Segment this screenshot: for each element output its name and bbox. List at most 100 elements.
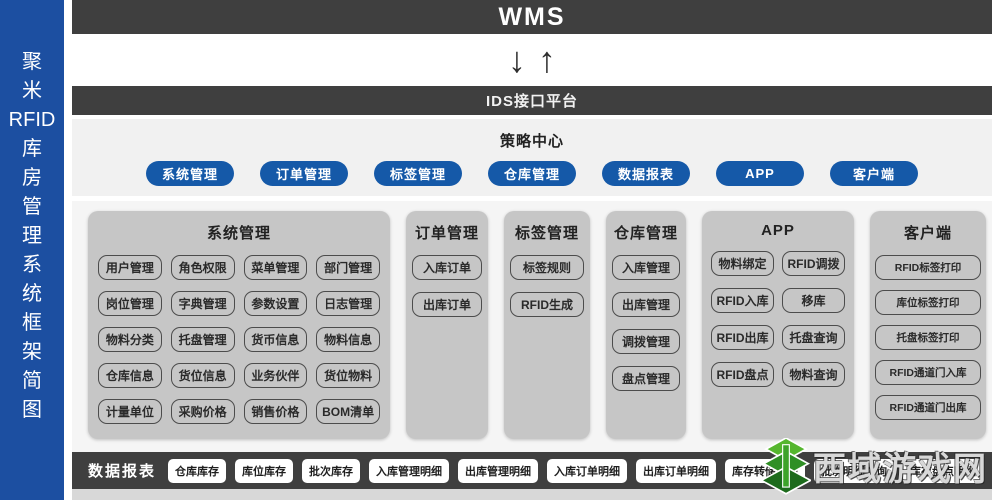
module-button[interactable]: RFID入库 <box>711 288 774 313</box>
module-button[interactable]: 入库订单 <box>412 255 482 280</box>
wms-header-bar: WMS <box>72 0 992 34</box>
module-button[interactable]: 销售价格 <box>243 399 308 424</box>
module-button[interactable]: 货位信息 <box>170 363 235 388</box>
panel-title: APP <box>761 222 795 239</box>
module-button[interactable]: RFID通道门出库 <box>875 395 981 420</box>
module-button[interactable]: 物料查询 <box>782 362 845 387</box>
module-button[interactable]: 物料信息 <box>316 327 380 352</box>
sidebar-title-char: 房 <box>21 167 42 189</box>
report-button[interactable]: 批次明细查询 <box>814 458 895 483</box>
panel-title: 仓库管理 <box>613 225 678 242</box>
module-button[interactable]: 货币信息 <box>243 327 308 352</box>
up-arrow-icon: ↑ <box>538 39 556 80</box>
panel-title: 标签管理 <box>514 225 579 242</box>
module-button[interactable]: RFID生成 <box>510 292 584 317</box>
module-button[interactable]: 标签规则 <box>510 255 584 280</box>
module-button[interactable]: 角色权限 <box>170 255 235 280</box>
footer-strip <box>72 489 992 500</box>
module-button[interactable]: 托盘标签打印 <box>875 325 981 350</box>
module-button[interactable]: 参数设置 <box>243 291 308 316</box>
module-button[interactable]: BOM清单 <box>316 399 380 424</box>
report-button[interactable]: 库存盘点明细 <box>903 458 984 483</box>
strategy-pill-row: 系统管理 订单管理 标签管理 仓库管理 数据报表 APP 客户端 <box>146 161 918 186</box>
report-button-row: 仓库库存库位库存批次库存入库管理明细出库管理明细入库订单明细出库订单明细库存转储… <box>168 458 992 483</box>
down-arrow-icon: ↓ <box>508 39 526 80</box>
report-button[interactable]: 库位库存 <box>235 458 294 483</box>
sidebar-title-char: 系 <box>21 254 42 276</box>
report-button[interactable]: 出库管理明细 <box>458 458 539 483</box>
module-button[interactable]: 业务伙伴 <box>243 363 308 388</box>
module-button[interactable]: 菜单管理 <box>243 255 308 280</box>
report-button[interactable]: 出库订单明细 <box>636 458 717 483</box>
module-button[interactable]: 日志管理 <box>316 291 380 316</box>
ids-platform-bar: IDS接口平台 <box>72 86 992 115</box>
module-button[interactable]: 仓库信息 <box>98 363 162 388</box>
module-button[interactable]: RFID出库 <box>711 325 774 350</box>
report-button[interactable]: 仓库库存 <box>168 458 227 483</box>
module-button[interactable]: 部门管理 <box>316 255 380 280</box>
module-grid: RFID标签打印库位标签打印托盘标签打印 RFID通道门入库 RFID通道门出库 <box>870 255 986 420</box>
report-button[interactable]: 入库订单明细 <box>547 458 628 483</box>
module-button[interactable]: RFID标签打印 <box>875 255 981 280</box>
wms-title: WMS <box>498 2 566 31</box>
strategy-center-title: 策略中心 <box>499 133 564 150</box>
module-button[interactable]: 采购价格 <box>170 399 235 424</box>
sidebar-title-char: 管 <box>21 196 42 218</box>
panel-order-management: 订单管理 入库订单出库订单 <box>406 211 488 439</box>
divider <box>72 115 992 119</box>
sidebar-title-char: 库 <box>21 138 42 160</box>
panel-title: 订单管理 <box>414 225 479 242</box>
module-button[interactable]: 调拨管理 <box>612 329 680 354</box>
module-button[interactable]: 移库 <box>782 288 845 313</box>
module-button[interactable]: 出库订单 <box>412 292 482 317</box>
module-button[interactable]: 用户管理 <box>98 255 162 280</box>
strategy-center-section: 策略中心 系统管理 订单管理 标签管理 仓库管理 数据报表 APP 客户端 <box>72 119 992 196</box>
ids-platform-label: IDS接口平台 <box>485 93 578 110</box>
strategy-pill-button[interactable]: 数据报表 <box>602 161 690 186</box>
module-grid: 物料绑定 RFID调拨 RFID入库移库 RFID出库托盘查询 RFID盘点物料查询 <box>702 251 854 387</box>
report-button[interactable]: 入库管理明细 <box>369 458 450 483</box>
strategy-pill-button[interactable]: 仓库管理 <box>488 161 576 186</box>
panel-label-management: 标签管理 标签规则 RFID生成 <box>504 211 590 439</box>
module-button[interactable]: 岗位管理 <box>98 291 162 316</box>
report-button[interactable]: 库存转储明细 <box>725 458 806 483</box>
strategy-pill-button[interactable]: 标签管理 <box>374 161 462 186</box>
sidebar-title-char: 图 <box>21 399 42 421</box>
module-button[interactable]: 计量单位 <box>98 399 162 424</box>
module-button[interactable]: 盘点管理 <box>612 366 680 391</box>
panel-title: 系统管理 <box>206 225 271 242</box>
module-button[interactable]: RFID调拨 <box>782 251 845 276</box>
sidebar-title-char: 理 <box>21 225 42 247</box>
strategy-pill-button[interactable]: APP <box>716 161 804 186</box>
module-button[interactable]: 托盘查询 <box>782 325 845 350</box>
strategy-pill-button[interactable]: 客户端 <box>830 161 918 186</box>
strategy-pill-button[interactable]: 系统管理 <box>146 161 234 186</box>
sidebar-title-char: 统 <box>21 283 42 305</box>
report-button[interactable]: 批次库存 <box>302 458 361 483</box>
divider <box>72 196 992 201</box>
module-button[interactable]: 库位标签打印 <box>875 290 981 315</box>
sidebar-title-char: 米 <box>21 80 42 102</box>
sidebar-title-char: 框 <box>21 312 42 334</box>
module-button[interactable]: RFID盘点 <box>711 362 774 387</box>
module-button[interactable]: 物料分类 <box>98 327 162 352</box>
module-button[interactable]: 货位物料 <box>316 363 380 388</box>
module-button[interactable]: 字典管理 <box>170 291 235 316</box>
sidebar-title-char: 简 <box>21 370 42 392</box>
module-grid: 标签规则 RFID生成 <box>504 255 590 317</box>
sidebar-title-char: RFID <box>8 109 56 131</box>
module-button[interactable]: RFID通道门入库 <box>875 360 981 385</box>
sidebar-title-char: 聚 <box>21 51 42 73</box>
module-button[interactable]: 入库管理 <box>612 255 680 280</box>
module-button[interactable]: 托盘管理 <box>170 327 235 352</box>
panel-app: APP 物料绑定 RFID调拨 RFID入库移库 RFID出库托盘查询 RFID盘点物料… <box>702 211 854 439</box>
modules-area: 系统管理 用户管理角色权限菜单管理部门管理岗位管理字典管理参数设置日志管理物料分… <box>72 201 992 452</box>
data-reports-label: 数据报表 <box>88 463 157 480</box>
module-button[interactable]: 出库管理 <box>612 292 680 317</box>
data-reports-bar: 数据报表 仓库库存库位库存批次库存入库管理明细出库管理明细入库订单明细出库订单明… <box>72 452 992 489</box>
strategy-pill-button[interactable]: 订单管理 <box>260 161 348 186</box>
module-button[interactable]: 物料绑定 <box>711 251 774 276</box>
panel-title: 客户端 <box>903 225 952 242</box>
